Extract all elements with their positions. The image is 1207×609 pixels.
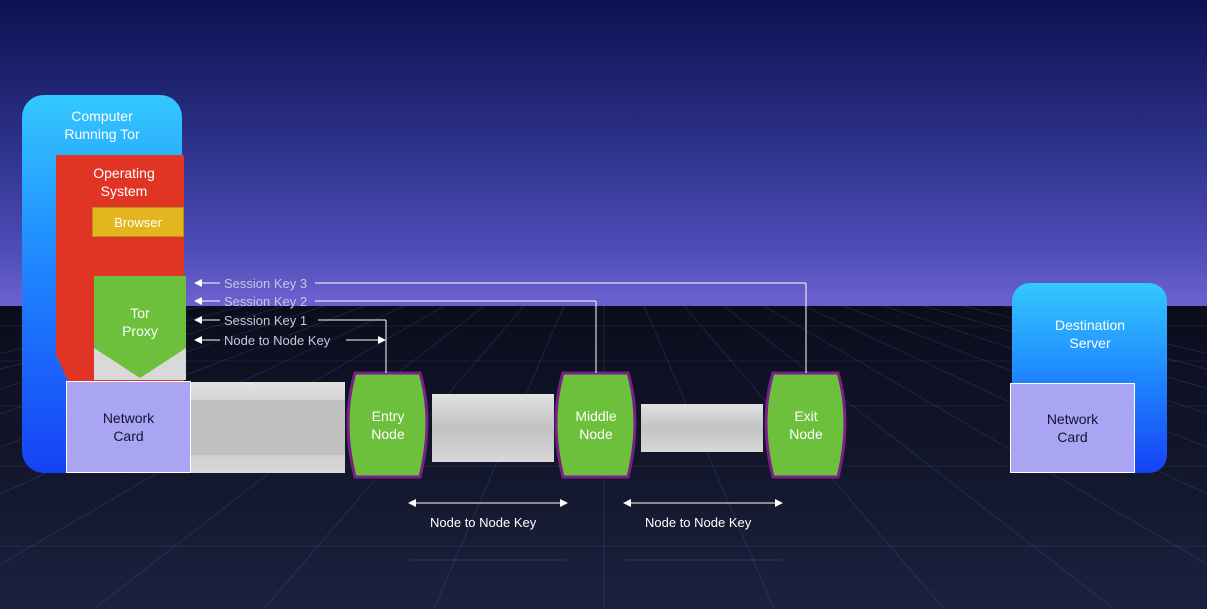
session-key-2-label: Session Key 2 bbox=[224, 294, 308, 309]
middle-node-label: Middle Node bbox=[575, 408, 617, 442]
entry-node-label: Entry Node bbox=[371, 408, 405, 442]
network-card-client: Network Card bbox=[66, 381, 191, 473]
network-card-destination: Network Card bbox=[1010, 383, 1135, 473]
entry-node-shape bbox=[346, 371, 429, 479]
destination-server-label: Destination Server bbox=[1054, 317, 1126, 351]
exit-node-label: Exit Node bbox=[789, 408, 823, 442]
tor-proxy-shape bbox=[94, 276, 186, 380]
hop-key-entry-middle-label: Node to Node Key bbox=[430, 515, 537, 530]
middle-node-shape bbox=[554, 371, 637, 479]
session-key-3-label: Session Key 3 bbox=[224, 276, 308, 291]
exit-node-shape bbox=[764, 371, 847, 479]
computer-label: Computer Running Tor bbox=[64, 108, 140, 142]
pipe-middle-exit bbox=[641, 404, 763, 452]
hop-key-middle-exit-label: Node to Node Key bbox=[645, 515, 752, 530]
pipe-entry-middle bbox=[432, 394, 554, 462]
session-key-1-label: Session Key 1 bbox=[224, 313, 308, 328]
browser-box: Browser bbox=[92, 207, 184, 237]
tor-proxy-label: Tor Proxy bbox=[122, 305, 158, 339]
operating-system-label: Operating System bbox=[93, 165, 155, 199]
client-node-key-label: Node to Node Key bbox=[224, 333, 331, 348]
